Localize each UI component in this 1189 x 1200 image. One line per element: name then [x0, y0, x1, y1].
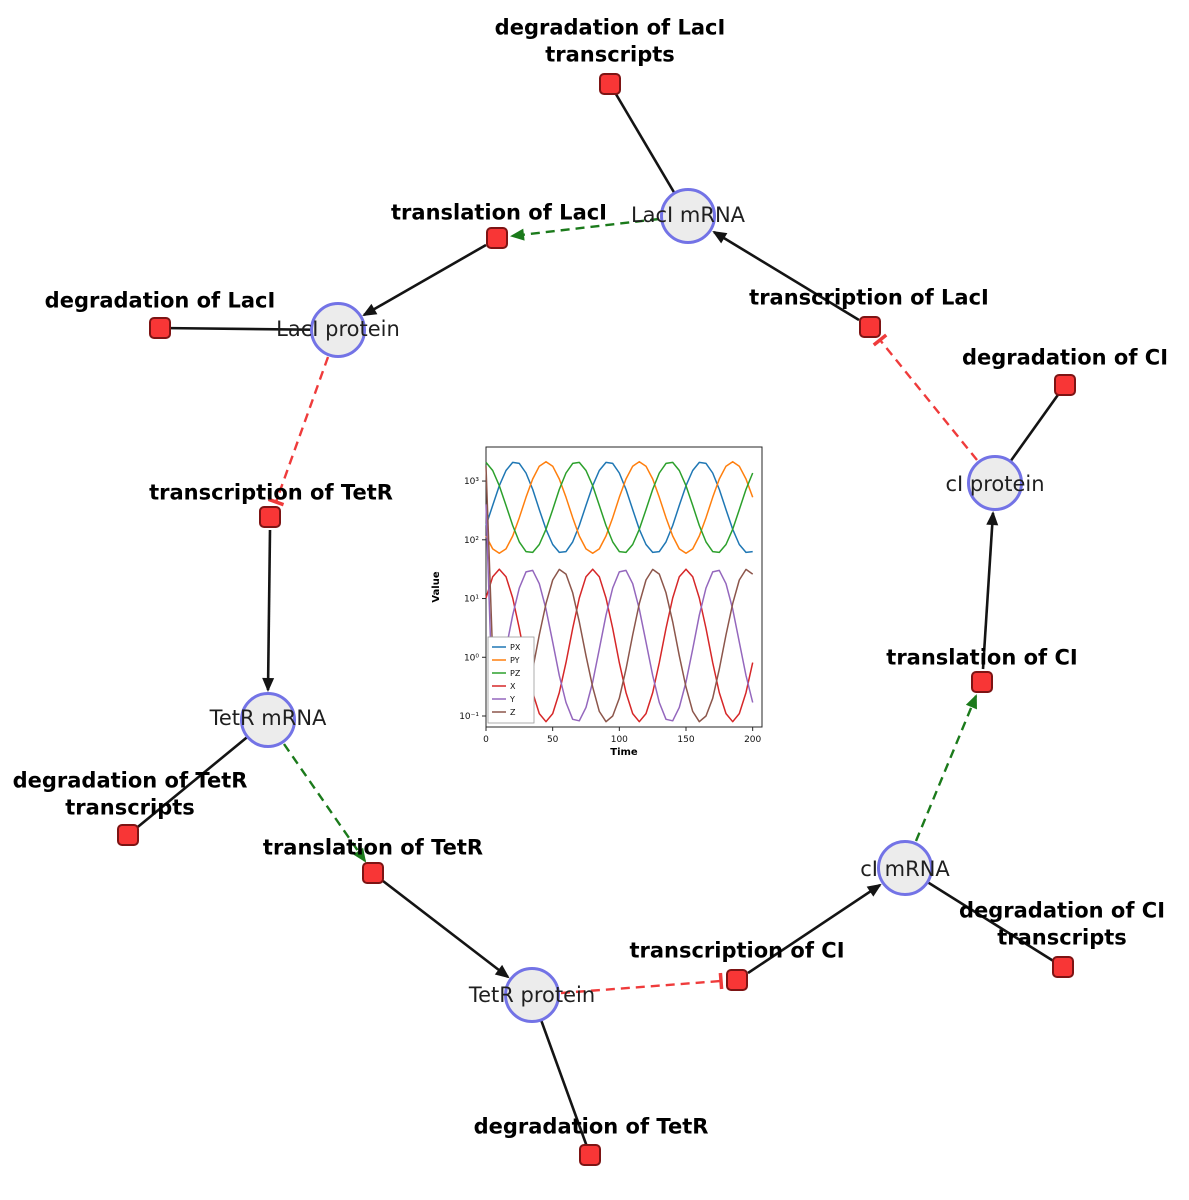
- reaction-label-transcription-ci: transcription of CI: [629, 938, 845, 963]
- reaction-label-deg-ci-transcripts: degradation of CI transcripts: [958, 898, 1166, 950]
- reaction-label-deg-tetr: degradation of TetR: [473, 1114, 709, 1139]
- edge-laci-protein-inhibits-transcription-tetr: [267, 356, 330, 507]
- species-node-ci-protein[interactable]: [967, 455, 1023, 511]
- reaction-label-deg-ci: degradation of CI: [961, 345, 1169, 370]
- legend-label-PX: PX: [510, 643, 521, 652]
- species-label-ci-protein: cI protein: [945, 472, 1045, 496]
- species-node-laci-protein[interactable]: [310, 302, 366, 358]
- reaction-node-deg-tetr-transcripts[interactable]: [117, 824, 139, 846]
- reaction-label-deg-laci-transcripts: degradation of LacI transcripts: [494, 15, 726, 67]
- species-label-laci-mrna: LacI mRNA: [630, 203, 746, 227]
- series-line-PX: [485, 461, 753, 554]
- edge-ci-mrna-modifies-translation: [914, 694, 978, 842]
- edge-translation-ci-to-ci-protein: [981, 511, 999, 670]
- edge-transcription-ci-to-ci-mrna: [747, 883, 882, 975]
- x-tick-label: 150: [677, 735, 694, 745]
- species-label-laci-protein: LacI protein: [276, 317, 400, 341]
- reaction-node-transcription-laci[interactable]: [859, 316, 881, 338]
- reaction-node-deg-ci[interactable]: [1054, 374, 1076, 396]
- species-label-tetr-mrna: TetR mRNA: [209, 706, 327, 730]
- reaction-node-translation-ci[interactable]: [971, 671, 993, 693]
- legend-label-Z: Z: [510, 708, 516, 717]
- y-tick-label: 10²: [464, 536, 479, 546]
- series-line-Y: [485, 504, 754, 722]
- reaction-node-transcription-ci[interactable]: [726, 969, 748, 991]
- y-axis-title: Value: [431, 571, 442, 602]
- reaction-node-deg-tetr[interactable]: [579, 1144, 601, 1166]
- edge-ci-mrna-to-deg-transcripts: [904, 866, 1064, 969]
- species-node-laci-mrna[interactable]: [660, 188, 716, 244]
- x-tick-label: 200: [744, 735, 761, 745]
- legend-label-PZ: PZ: [510, 669, 521, 678]
- edge-transcription-tetr-to-tetr-mrna: [262, 529, 275, 692]
- reaction-label-deg-laci: degradation of LacI: [44, 288, 276, 313]
- species-node-tetr-protein[interactable]: [504, 967, 560, 1023]
- y-tick-label: 10³: [464, 477, 479, 487]
- species-node-ci-mrna[interactable]: [877, 840, 933, 896]
- reaction-node-translation-tetr[interactable]: [362, 862, 384, 884]
- reaction-label-transcription-tetr: transcription of TetR: [149, 480, 393, 505]
- edge-tetr-mrna-modifies-translation: [283, 743, 367, 863]
- legend-label-Y: Y: [509, 695, 515, 704]
- edge-laci-protein-to-deg: [159, 326, 339, 332]
- reaction-node-deg-laci[interactable]: [149, 317, 171, 339]
- legend-label-X: X: [510, 682, 516, 691]
- y-tick-label: 10⁰: [464, 653, 479, 663]
- reaction-node-transcription-tetr[interactable]: [259, 506, 281, 528]
- reaction-label-translation-laci: translation of LacI: [391, 200, 607, 225]
- species-node-tetr-mrna[interactable]: [240, 692, 296, 748]
- y-tick-label: 10¹: [464, 595, 479, 605]
- edge-tetr-protein-to-deg: [530, 994, 592, 1156]
- x-tick-label: 100: [611, 735, 628, 745]
- plot-frame: [485, 446, 763, 728]
- species-label-ci-mrna: cI mRNA: [860, 857, 950, 881]
- reaction-label-deg-tetr-transcripts: degradation of TetR transcripts: [12, 768, 248, 820]
- reaction-node-deg-ci-transcripts[interactable]: [1052, 956, 1074, 978]
- x-tick-label: 0: [483, 735, 489, 745]
- reaction-label-translation-ci: translation of CI: [886, 645, 1078, 670]
- reaction-node-translation-laci[interactable]: [486, 227, 508, 249]
- edge-transcription-laci-to-laci-mrna: [712, 230, 860, 322]
- y-tick-label: 10⁻¹: [459, 712, 479, 722]
- series-line-PZ: [485, 461, 754, 554]
- legend-label-PY: PY: [510, 656, 520, 665]
- edge-ci-protein-inhibits-transcription-laci: [872, 333, 978, 461]
- edge-tetr-mrna-to-deg-transcripts: [127, 718, 269, 837]
- edge-tetr-protein-inhibits-transcription-ci: [560, 972, 724, 995]
- species-label-tetr-protein: TetR protein: [468, 983, 596, 1007]
- reaction-label-transcription-laci: transcription of LacI: [749, 285, 989, 310]
- series-line-PY: [485, 460, 754, 555]
- edge-laci-mrna-modifies-translation: [510, 217, 660, 241]
- reaction-node-deg-laci-transcripts[interactable]: [599, 73, 621, 95]
- x-tick-label: 50: [547, 735, 559, 745]
- x-axis-title: Time: [610, 747, 638, 758]
- legend-box: [487, 636, 535, 724]
- edge-translation-tetr-to-tetr-protein: [382, 879, 510, 979]
- reaction-label-translation-tetr: translation of TetR: [262, 835, 484, 860]
- edge-translation-laci-to-laci-protein: [362, 243, 487, 317]
